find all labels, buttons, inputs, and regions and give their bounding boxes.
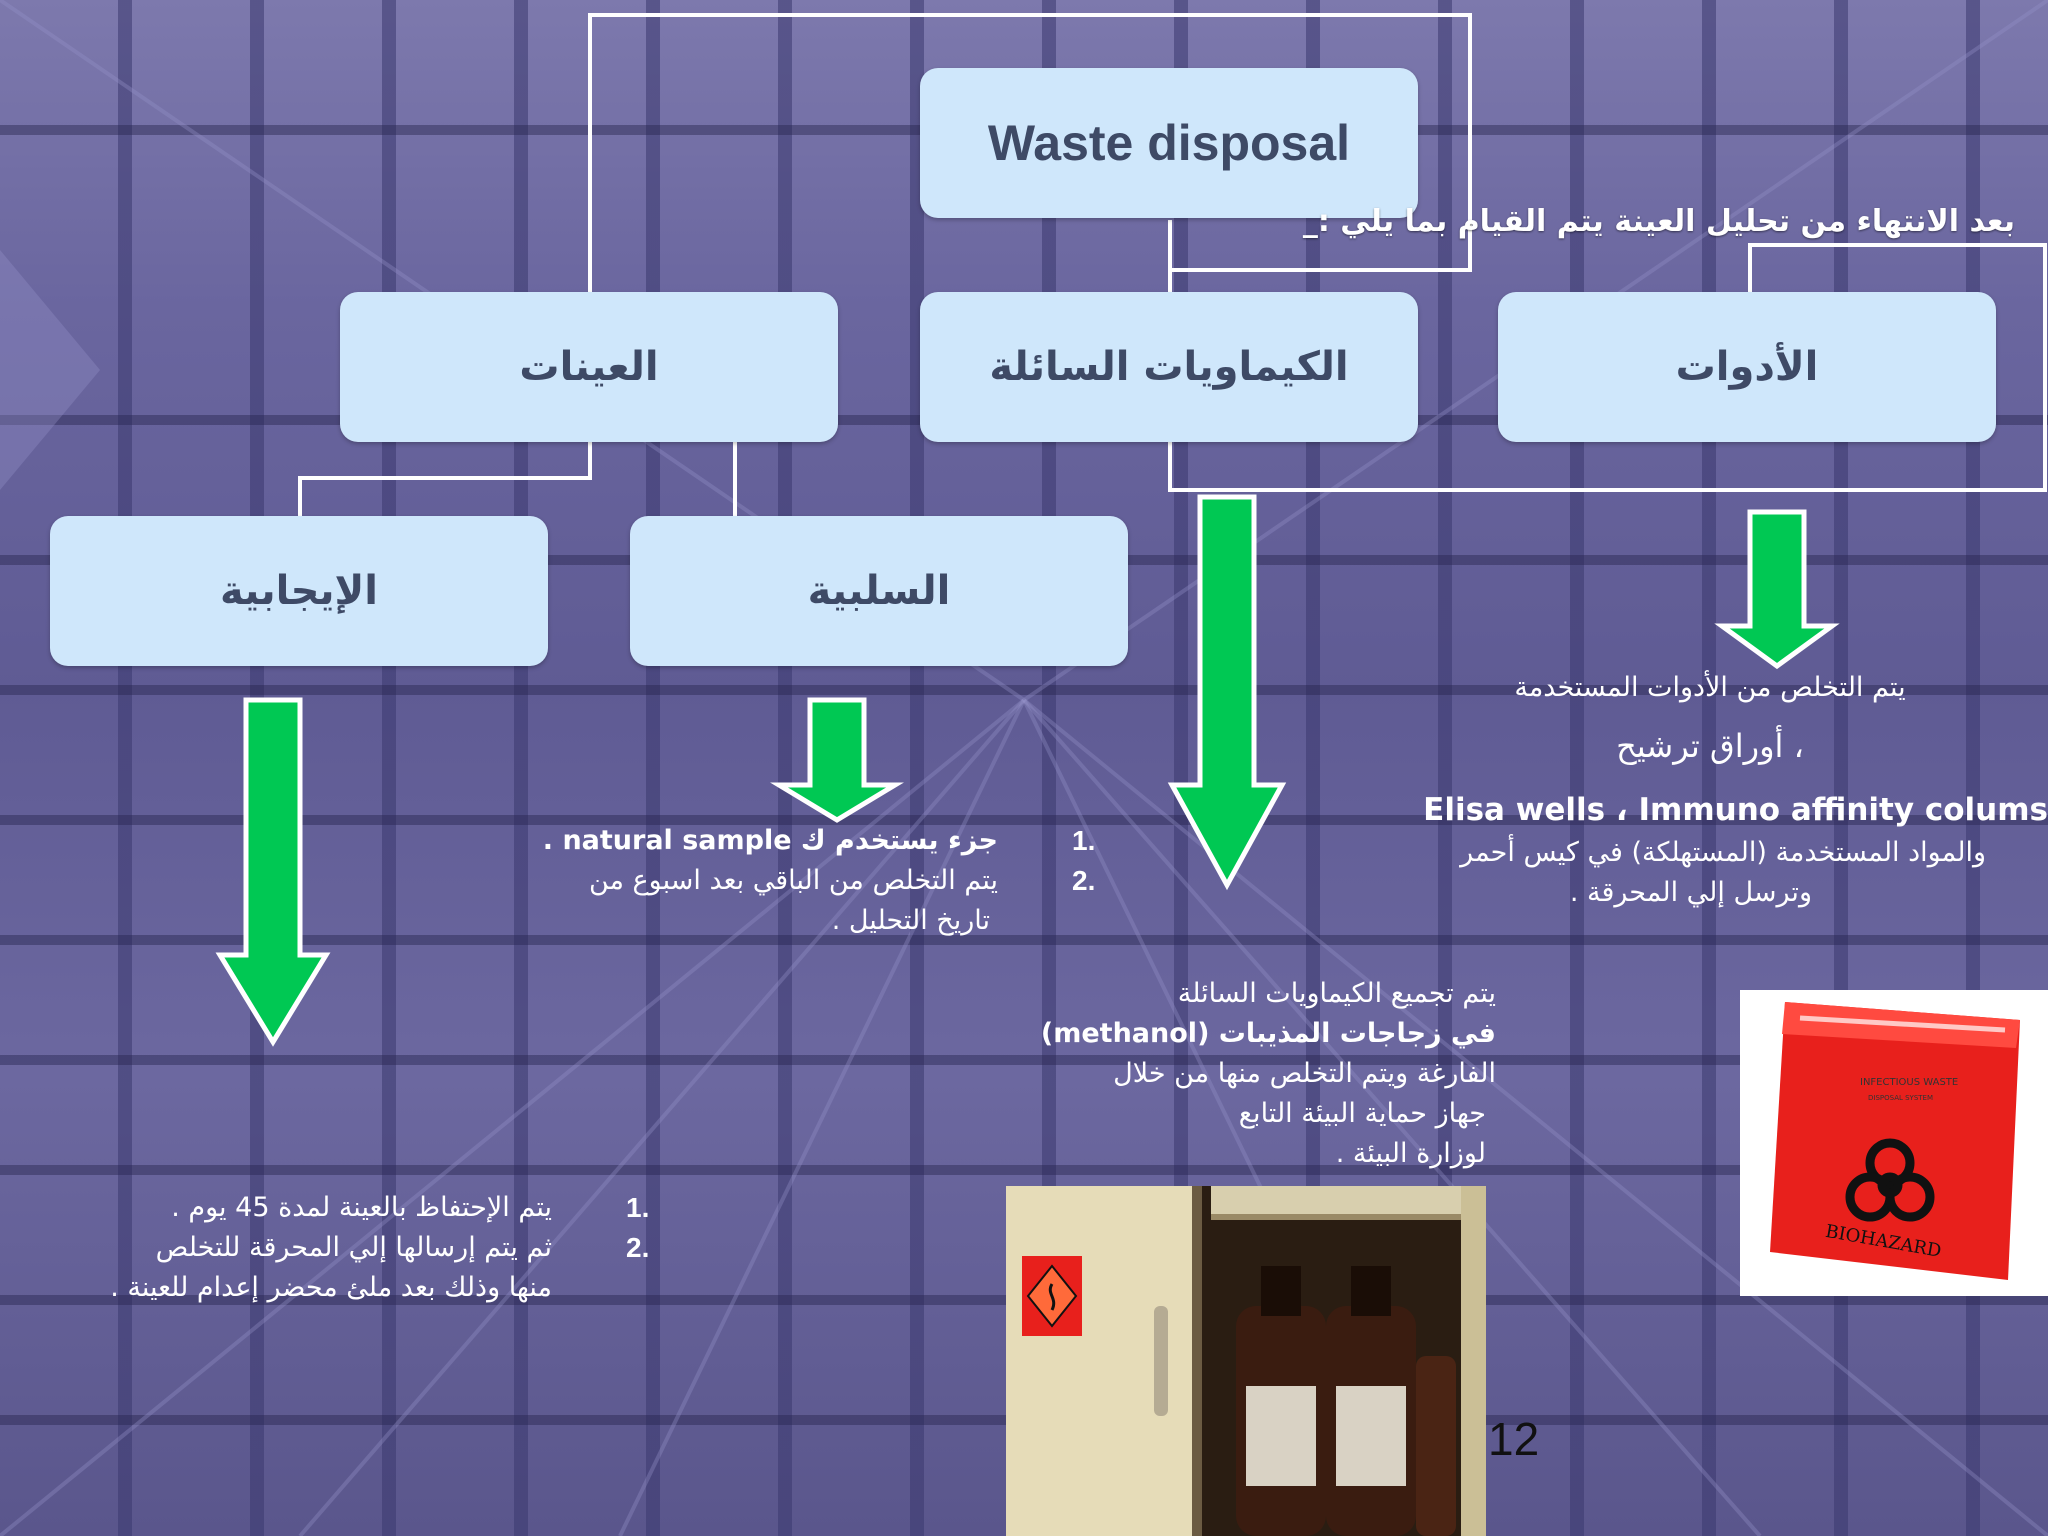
tools-box: الأدوات [1498,292,1996,442]
liquid-chemicals-box: الكيماويات السائلة [920,292,1418,442]
tools-line-3: Elisa wells ، Immuno affinity colums [1423,792,2048,828]
title-text: Waste disposal [987,115,1351,171]
tools-line-2: ، أوراق ترشيح [1616,727,1804,765]
positive-step-1-number: 1. [626,1192,650,1223]
chemicals-line-4: جهاز حماية البيئة التابع [1238,1098,1486,1129]
negative-step-2-number: 2. [1072,865,1096,896]
chemical-cabinet-photo [1006,1186,1486,1536]
title-box: Waste disposal [920,68,1418,218]
negative-step-line-2: يتم التخلص من الباقي بعد اسبوع من [588,865,998,896]
negative-step-line-3: تاريخ التحليل . [831,905,990,936]
bag-label-top: INFECTIOUS WASTE [1860,1077,1958,1088]
tools-line-5: وترسل إلي المحرقة . [1569,877,1812,908]
negative-label: السلبية [807,568,951,614]
tools-label: الأدوات [1675,344,1819,390]
biohazard-bag-photo: INFECTIOUS WASTE DISPOSAL SYSTEM BIOHAZA… [1740,990,2048,1296]
negative-step-line-1: جزء يستخدم ك natural sample . [542,825,998,856]
biohazard-icon [1845,1138,1935,1222]
positive-step-line-3: منها وذلك بعد ملئ محضر إعدام للعينة . [110,1272,552,1303]
flammable-icon [1022,1256,1082,1336]
page-number: 12 [1488,1413,1540,1465]
positive-step-line-2: ثم يتم إرسالها إلي المحرقة للتخلص [155,1232,552,1263]
positive-box: الإيجابية [50,516,548,666]
tools-line-4: والمواد المستخدمة (المستهلكة) في كيس أحم… [1460,837,1986,868]
chemicals-line-2: في زجاجات المذيبات (methanol) [1040,1018,1496,1049]
bag-label-sub: DISPOSAL SYSTEM [1868,1094,1933,1102]
chemicals-line-5: لوزارة البيئة . [1335,1138,1486,1169]
positive-step-2-number: 2. [626,1232,650,1263]
negative-box: السلبية [630,516,1128,666]
samples-box: العينات [340,292,838,442]
liquid-chemicals-label: الكيماويات السائلة [989,344,1349,390]
chemicals-line-3: الفارغة ويتم التخلص منها من خلال [1113,1058,1496,1089]
samples-label: العينات [519,344,659,390]
negative-step-1-number: 1. [1072,825,1096,856]
intro-text: بعد الانتهاء من تحليل العينة يتم القيام … [1302,204,2015,239]
chemicals-line-1: يتم تجميع الكيماويات السائلة [1177,978,1496,1009]
positive-step-line-1: يتم الإحتفاظ بالعينة لمدة 45 يوم . [171,1192,552,1223]
positive-label: الإيجابية [220,568,378,614]
tools-line-1: يتم التخلص من الأدوات المستخدمة [1514,672,1906,703]
